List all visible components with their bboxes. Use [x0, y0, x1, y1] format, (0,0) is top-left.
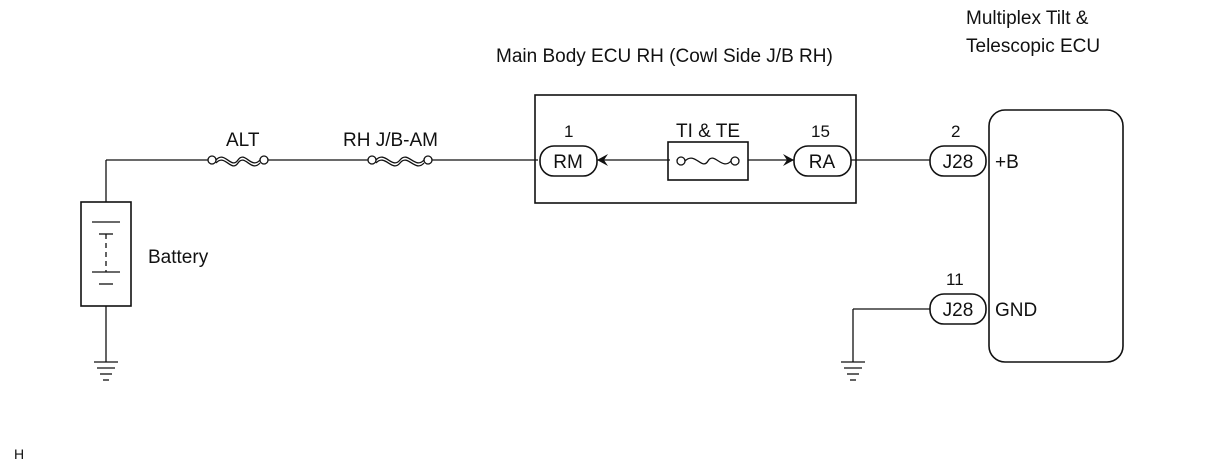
connector-gnd-label: J28	[943, 300, 974, 321]
pin-rm-label: RM	[553, 152, 583, 173]
pin-rm-pill	[539, 145, 598, 177]
alt-fuse-label: ALT	[226, 130, 260, 151]
battery-symbol	[80, 160, 132, 362]
connector-b-pill	[929, 145, 987, 177]
arrow-left-icon	[597, 154, 608, 166]
pin-ra-label: RA	[809, 152, 836, 173]
pin-ra-number: 15	[811, 122, 830, 141]
rh-jb-am-fuse-label: RH J/B-AM	[343, 130, 438, 151]
alt-fuse-icon	[207, 155, 269, 167]
main-body-ecu-title: Main Body ECU RH (Cowl Side J/B RH)	[496, 46, 833, 67]
connector-gnd-number: 11	[946, 270, 964, 289]
ti-te-fuse-box	[667, 141, 749, 181]
tilt-ecu-title-line1: Multiplex Tilt &	[966, 8, 1089, 29]
ground-icon	[841, 361, 865, 381]
ti-te-fuse-label: TI & TE	[676, 121, 740, 142]
main-body-ecu-box	[534, 94, 857, 204]
tilt-telescopic-ecu-box	[988, 109, 1124, 363]
terminal-b-label: +B	[995, 152, 1019, 173]
pin-ra-pill	[793, 145, 852, 177]
terminal-gnd-label: GND	[995, 300, 1037, 321]
ti-te-fuse-icon	[676, 156, 740, 166]
arrow-right-icon	[783, 154, 794, 166]
connector-b-number: 2	[951, 122, 960, 141]
battery-label: Battery	[148, 247, 209, 268]
tilt-ecu-title-line2: Telescopic ECU	[966, 36, 1100, 57]
rh-jb-am-fuse-icon	[367, 155, 433, 167]
footer-code: H	[14, 446, 24, 462]
connector-b-label: J28	[943, 152, 974, 173]
ground-icon	[94, 361, 118, 381]
pin-rm-number: 1	[564, 122, 573, 141]
